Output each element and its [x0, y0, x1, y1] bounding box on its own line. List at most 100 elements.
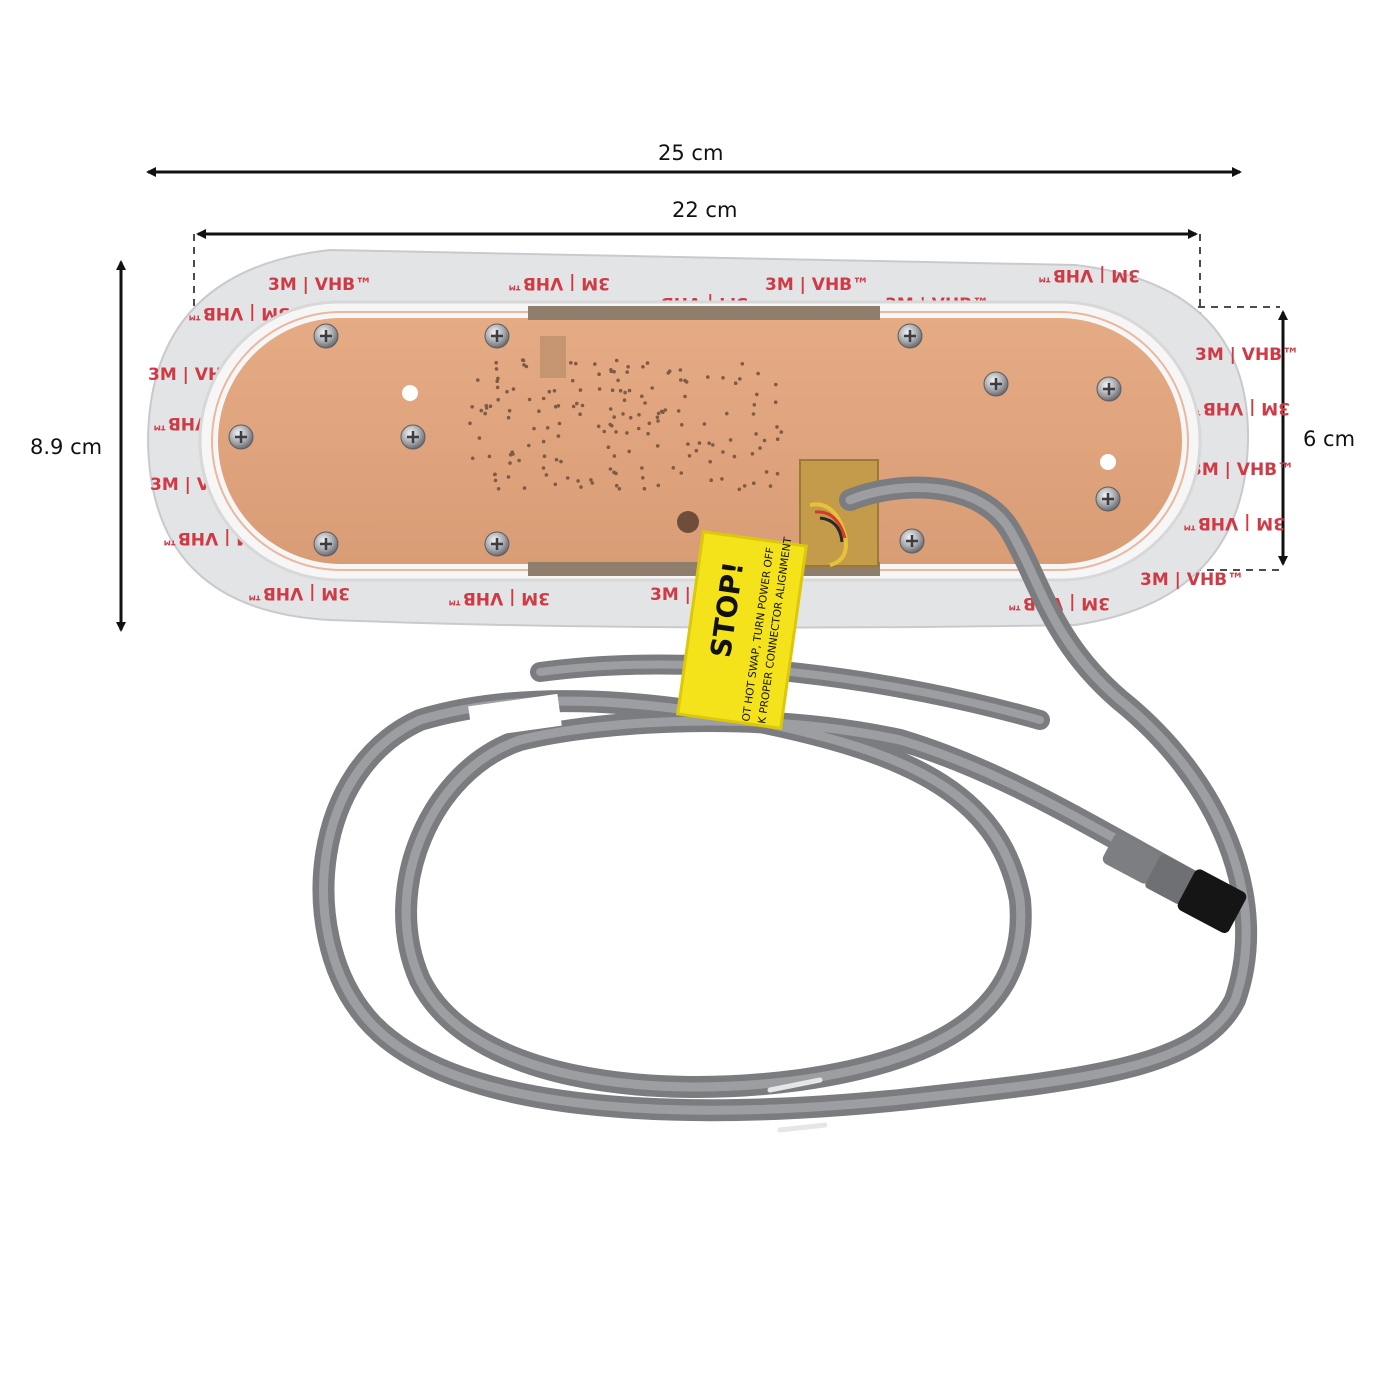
pcb-via [532, 426, 536, 431]
pcb-via [505, 389, 509, 394]
pcb-via [709, 478, 713, 483]
pcb-via [492, 472, 497, 477]
pcb-via [527, 443, 531, 448]
pcb-via [537, 409, 541, 414]
pcb-via [756, 371, 760, 376]
pcb-hole [1100, 454, 1116, 470]
adhesive-brand-mark: 3M | VHB™ [446, 588, 550, 608]
pcb-via [627, 449, 631, 454]
pcb-via [684, 380, 689, 384]
circuit-board [198, 300, 1202, 582]
pcb-via [678, 368, 683, 372]
pcb-via [527, 397, 532, 402]
pcb-via [614, 358, 619, 363]
pcb-hole [402, 385, 418, 401]
pcb-via [557, 421, 562, 426]
screw-icon [484, 531, 510, 557]
pcb-via [650, 386, 654, 390]
pcb-via [643, 401, 647, 405]
pcb-via [642, 486, 647, 491]
pcb-via [610, 388, 615, 393]
pcb-via [576, 479, 580, 483]
pcb-via [671, 466, 676, 470]
pcb-via [597, 387, 602, 391]
pcb-via [779, 430, 784, 434]
pcb-via [589, 478, 593, 482]
pcb-via [706, 375, 710, 379]
pcb-via [750, 452, 755, 456]
pcb-via [496, 376, 500, 381]
pcb-via [656, 483, 661, 488]
pcb-via [552, 389, 557, 393]
pcb-via [656, 419, 660, 423]
adhesive-brand-mark: 3M | VHB™ [1190, 460, 1294, 480]
pcb-via [493, 478, 498, 483]
pcb-via [640, 466, 644, 470]
pcb-via [641, 365, 645, 369]
adhesive-brand-mark: 3M | VHB™ [246, 583, 350, 603]
pcb-via [506, 415, 511, 420]
pcb-via [608, 407, 613, 411]
pcb-via [507, 408, 512, 413]
pcb-via [680, 423, 684, 427]
pcb-via [574, 361, 578, 366]
pcb-via [720, 477, 724, 481]
pcb-via [775, 471, 780, 476]
pcb-via [721, 450, 725, 454]
pcb-via [476, 378, 480, 382]
pcb-via [622, 398, 627, 403]
pcb-via [625, 370, 629, 374]
pcb-via [762, 438, 767, 443]
pcb-via [522, 486, 527, 490]
pcb-via [728, 438, 733, 442]
pcb-via [623, 390, 627, 395]
adhesive-brand-mark: 3M | VHB™ [1036, 265, 1140, 285]
pcb-via [752, 481, 756, 486]
pcb-via [616, 378, 620, 383]
pcb-via [636, 426, 641, 431]
pcb-via [755, 392, 759, 397]
pcb-via [758, 446, 762, 450]
pcb-via [508, 461, 512, 465]
pcb-via [742, 484, 747, 488]
pcb-via [637, 413, 641, 417]
pcb-via [602, 429, 606, 434]
adhesive-brand-mark: 3M | VHB™ [1140, 570, 1244, 590]
pcb-via [774, 382, 778, 387]
pcb-via [614, 483, 619, 488]
pcb-via [495, 385, 500, 390]
pcb-via [625, 431, 629, 435]
pcb-via [694, 448, 699, 453]
pcb-via [707, 441, 711, 446]
pcb-via [578, 388, 583, 392]
pcb-via [511, 387, 516, 391]
adhesive-brand-mark: 3M | VHB™ [1181, 513, 1285, 533]
pcb-via [647, 421, 652, 426]
pcb-via [506, 475, 511, 479]
screw-icon [897, 323, 923, 349]
pcb-via [470, 405, 475, 409]
board-width-label: 22 cm [672, 198, 738, 222]
pcb-via [468, 421, 472, 426]
pcb-via [544, 473, 549, 477]
cable-connector [1102, 833, 1247, 933]
pcb-via [655, 415, 660, 420]
pcb-via [553, 404, 558, 409]
overall-width-label: 25 cm [658, 141, 724, 165]
pcb-via [721, 376, 725, 380]
pcb-via [683, 394, 687, 399]
pcb-via [521, 358, 526, 363]
pcb-via [679, 378, 683, 382]
pcb-via [702, 422, 707, 426]
adhesive-brand-mark: 3M | VHB™ [506, 273, 610, 293]
pcb-via [655, 444, 660, 448]
pcb-via [495, 379, 500, 384]
pcb-via [679, 471, 684, 475]
pcb-via [579, 485, 583, 489]
pcb-via [687, 454, 692, 458]
pcb-via [626, 365, 630, 369]
pcb-via [559, 459, 563, 464]
pcb-via [697, 441, 702, 445]
pcb-via [640, 394, 644, 399]
